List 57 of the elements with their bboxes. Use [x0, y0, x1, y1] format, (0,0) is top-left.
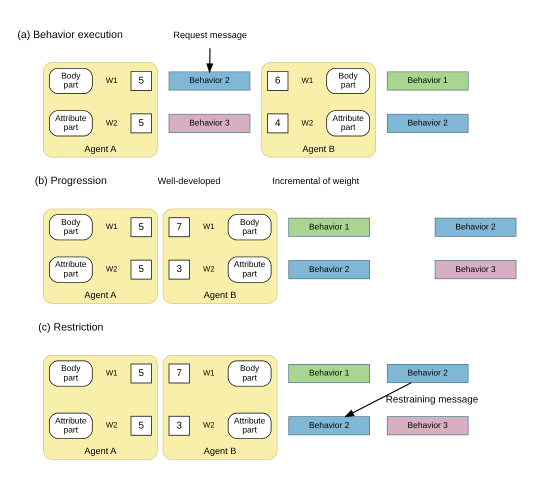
- node-box: Behavior 1: [288, 364, 370, 384]
- node-box: Behavior 1: [288, 218, 370, 237]
- label: W2: [202, 420, 215, 430]
- node-box: Behavior 3: [168, 114, 250, 133]
- node-box: 5: [130, 416, 152, 436]
- node-box: 3: [168, 416, 190, 436]
- label: W1: [202, 222, 215, 232]
- label: W1: [302, 76, 314, 85]
- label: W2: [106, 118, 118, 128]
- label: W2: [302, 118, 314, 128]
- arrow: [344, 382, 412, 418]
- node-box: Body part: [326, 68, 370, 94]
- label: W1: [106, 368, 118, 378]
- node-box: Behavior 3: [434, 260, 516, 280]
- node-box: 5: [130, 260, 152, 280]
- node-box: 5: [130, 113, 152, 134]
- label: W2: [202, 264, 215, 274]
- label: W1: [106, 76, 118, 85]
- node-box: Behavior 1: [386, 71, 469, 90]
- label: W1: [106, 222, 118, 232]
- node-box: 5: [130, 364, 152, 384]
- node-box: 6: [267, 71, 288, 91]
- label: Incremental of weight: [272, 176, 360, 186]
- label: Well-developed: [158, 176, 220, 186]
- label: (a) Behavior execution: [17, 28, 123, 41]
- node-box: Attribute part: [48, 110, 93, 136]
- node-box: 3: [168, 260, 190, 280]
- node-box: Behavior 2: [168, 71, 250, 90]
- node-box: Attribute part: [228, 412, 272, 439]
- label: W1: [202, 368, 215, 378]
- arrow: [206, 48, 214, 74]
- node-box: Body part: [228, 360, 272, 387]
- node-text: Request message: [173, 30, 248, 40]
- node-box: Attribute part: [326, 110, 370, 136]
- node-box: Behavior 2: [288, 260, 370, 280]
- node-box: Behavior 2: [386, 364, 469, 384]
- node-box: Behavior 3: [386, 416, 469, 436]
- node-box: Behavior 2: [288, 416, 370, 436]
- node-box: 4: [267, 113, 288, 134]
- node-box: Body part: [228, 214, 272, 240]
- node-box: Attribute part: [48, 412, 93, 439]
- node-box: 5: [130, 217, 152, 238]
- node-box: 7: [168, 217, 190, 238]
- node-box: 7: [168, 364, 190, 384]
- label: (b) Progression: [34, 175, 107, 188]
- node-box: Body part: [48, 68, 93, 94]
- label: W2: [106, 420, 118, 430]
- node-box: Body part: [48, 214, 93, 240]
- label: W2: [106, 264, 118, 274]
- node-box: 5: [130, 71, 152, 91]
- node-box: Body part: [48, 360, 93, 387]
- node-box: Attribute part: [228, 256, 272, 283]
- edge-label: Restraining message: [386, 394, 478, 406]
- node-box: Behavior 2: [386, 114, 469, 133]
- node-box: Behavior 2: [434, 218, 516, 237]
- node-box: Attribute part: [48, 256, 93, 283]
- label: (c) Restriction: [38, 322, 104, 334]
